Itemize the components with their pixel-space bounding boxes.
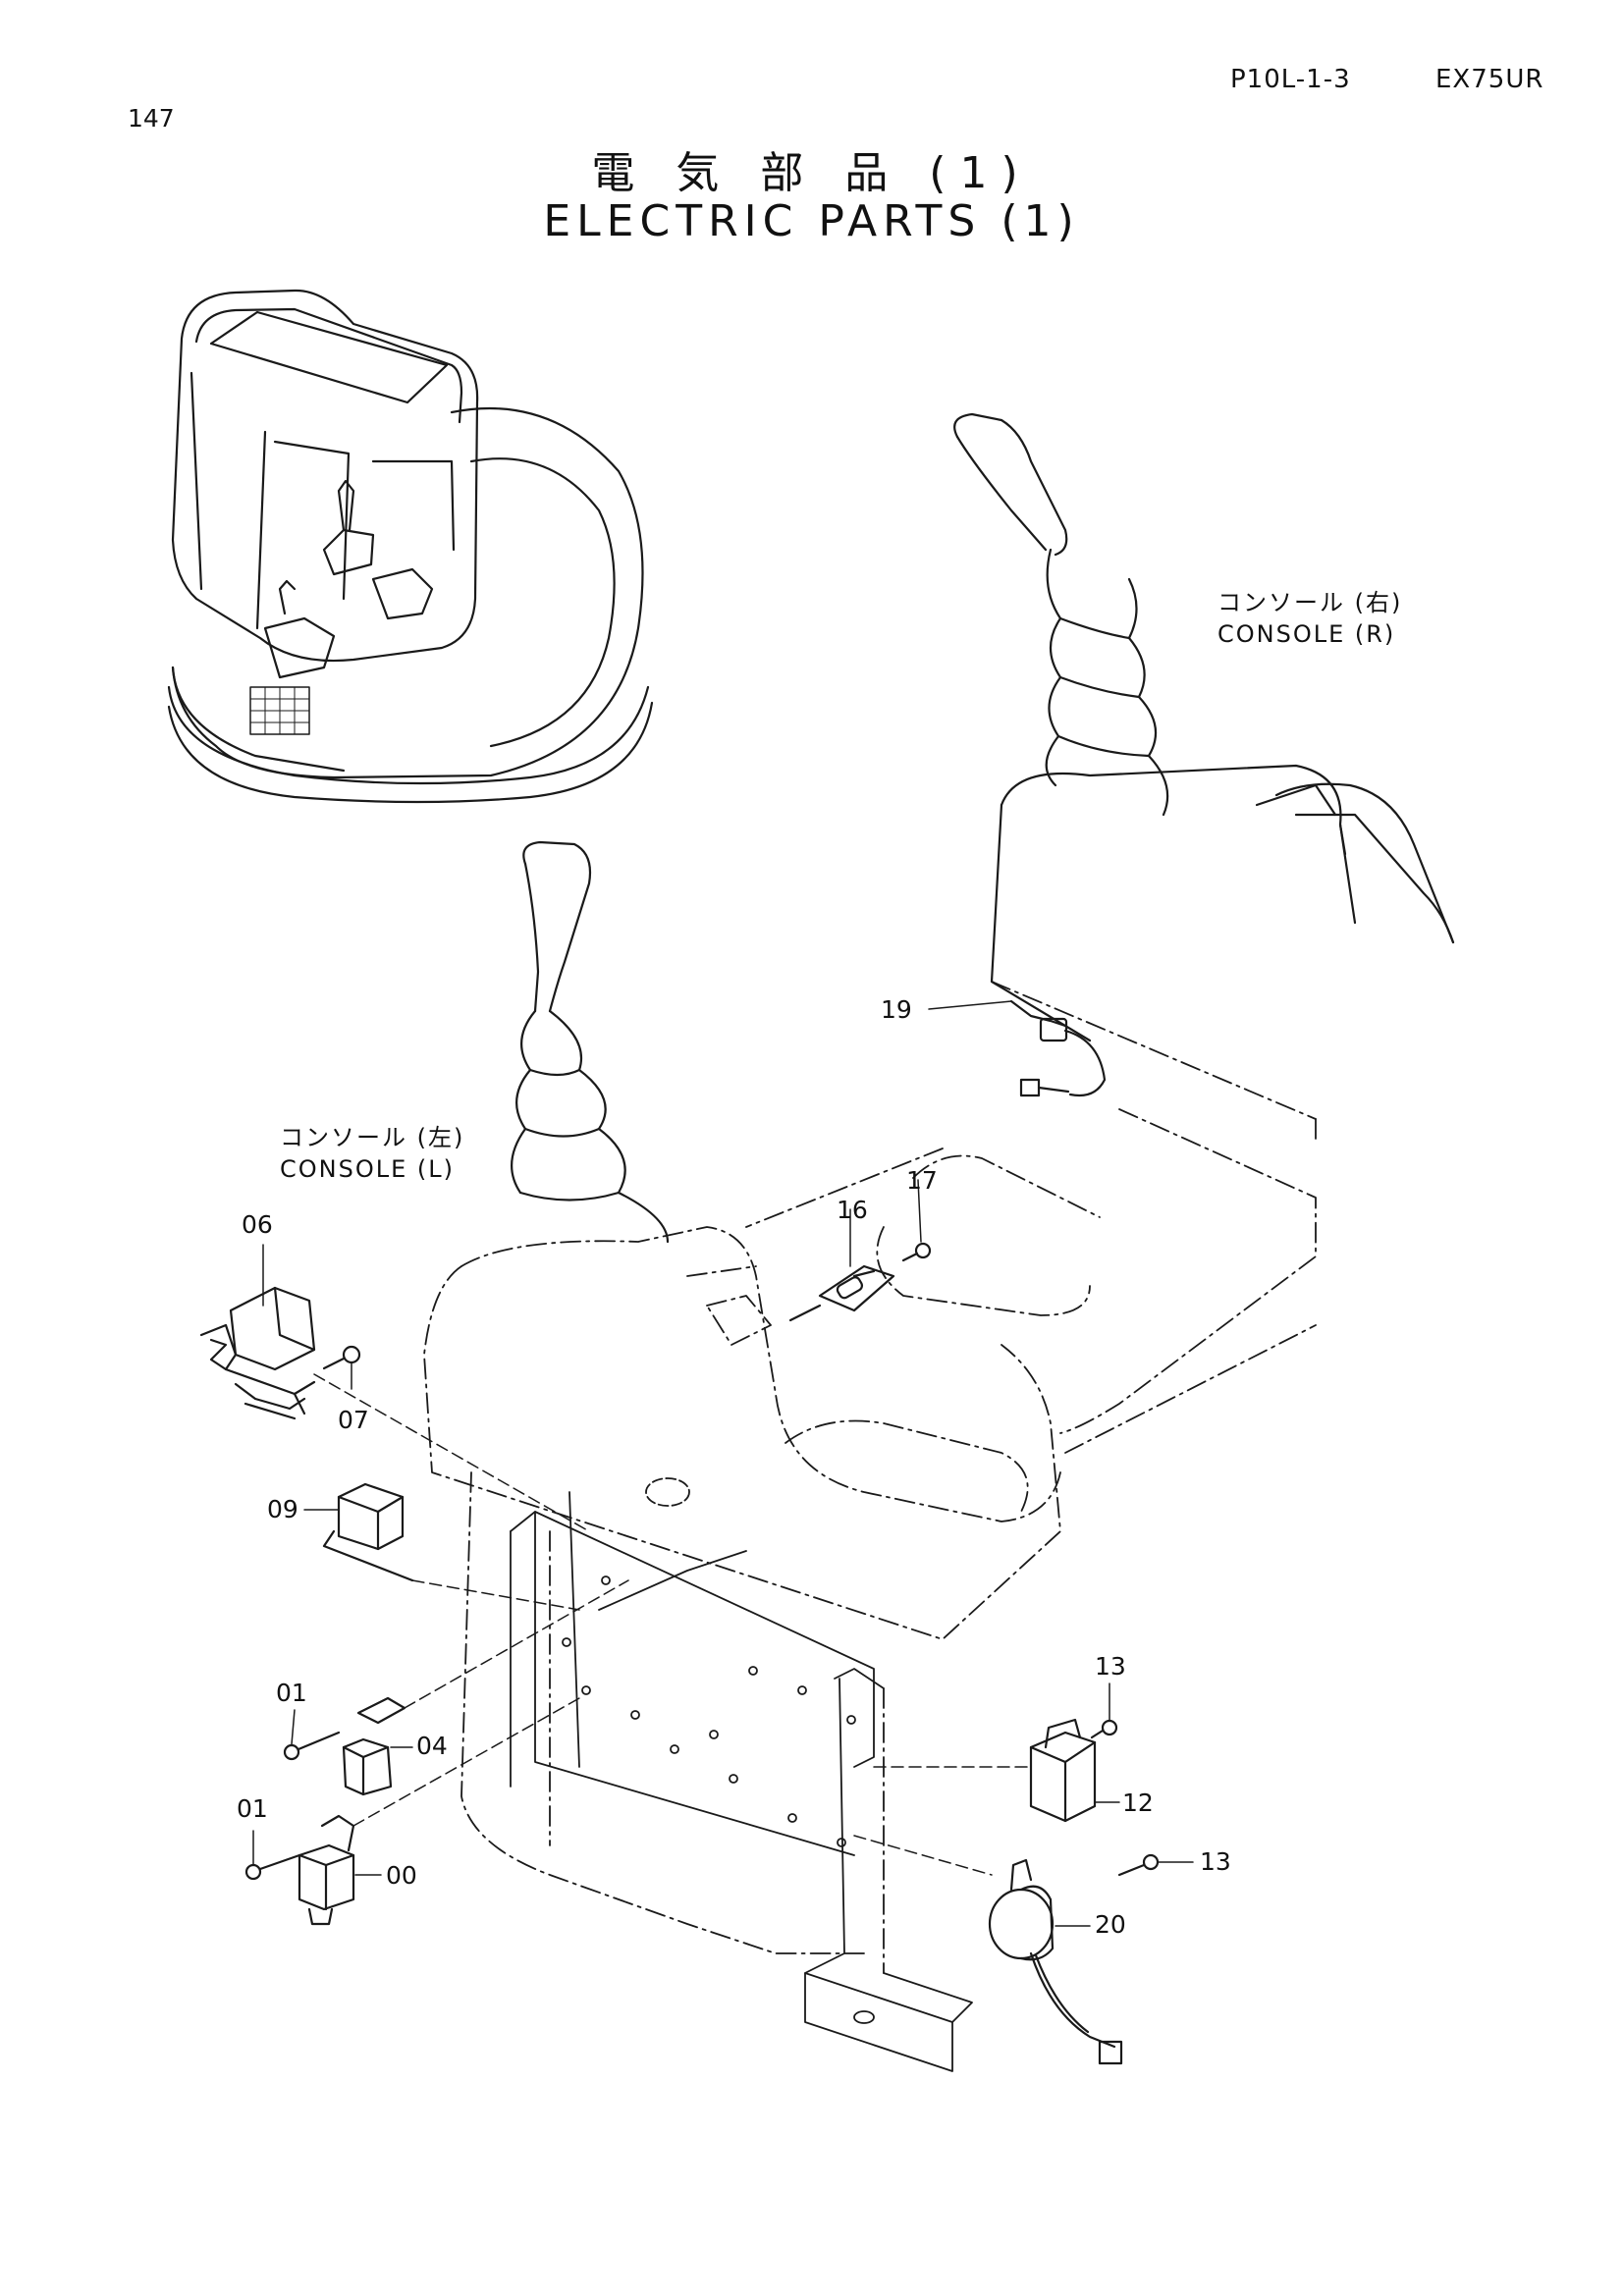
part-01b-bolt [244, 1853, 301, 1881]
title-english: ELECTRIC PARTS (1) [543, 196, 1080, 246]
part-13b-bolt [1117, 1853, 1160, 1877]
page-number: 147 [128, 104, 175, 133]
callout-01a: 01 [276, 1679, 307, 1707]
part-16-switch [788, 1264, 895, 1322]
callout-09: 09 [267, 1495, 298, 1523]
console-right-jp: コンソール (右) [1217, 589, 1403, 616]
title-japanese: 電 気 部 品 (1) [591, 148, 1032, 198]
callout-16: 16 [837, 1196, 868, 1224]
part-17-screw [901, 1242, 932, 1262]
part-01a-bolt [283, 1731, 341, 1761]
callout-19: 19 [881, 995, 912, 1024]
callout-00: 00 [386, 1861, 417, 1890]
part-07-bolt [322, 1345, 361, 1370]
page-code: P10L-1-3 [1230, 65, 1351, 94]
model-name: EX75UR [1435, 65, 1544, 94]
console-left-label: コンソール (左) CONSOLE (L) [280, 1122, 464, 1185]
part-13a-bolt [1090, 1719, 1118, 1739]
left-console-illustration [423, 840, 1061, 1974]
part-00-relay [298, 1814, 355, 1926]
callout-20: 20 [1095, 1910, 1126, 1939]
callout-13a: 13 [1095, 1652, 1126, 1681]
callout-04: 04 [416, 1732, 448, 1760]
part-09-relay [322, 1482, 414, 1582]
callout-07: 07 [338, 1406, 369, 1434]
projection-lines [313, 1373, 1032, 1876]
part-20-buzzer [988, 1858, 1123, 2065]
part-04-relay [342, 1696, 406, 1796]
callout-17: 17 [906, 1166, 938, 1195]
part-12-flasher [1029, 1718, 1097, 1823]
mounting-bracket [510, 1477, 973, 2072]
console-right-label: コンソール (右) CONSOLE (R) [1217, 587, 1402, 650]
callout-12: 12 [1122, 1789, 1154, 1817]
console-left-jp: コンソール (左) [280, 1124, 465, 1151]
console-right-en: CONSOLE (R) [1217, 620, 1396, 648]
callout-01b: 01 [237, 1794, 268, 1823]
right-console-illustration [953, 412, 1455, 1042]
callout-13b: 13 [1200, 1847, 1231, 1876]
cab-floor-outline [745, 981, 1317, 1454]
console-left-en: CONSOLE (L) [280, 1155, 455, 1183]
excavator-overview-illustration [167, 289, 654, 804]
part-06-cover [199, 1286, 316, 1420]
part-19-switch [1009, 999, 1107, 1097]
leader-lines [252, 1000, 1194, 1927]
callout-06: 06 [242, 1210, 273, 1239]
